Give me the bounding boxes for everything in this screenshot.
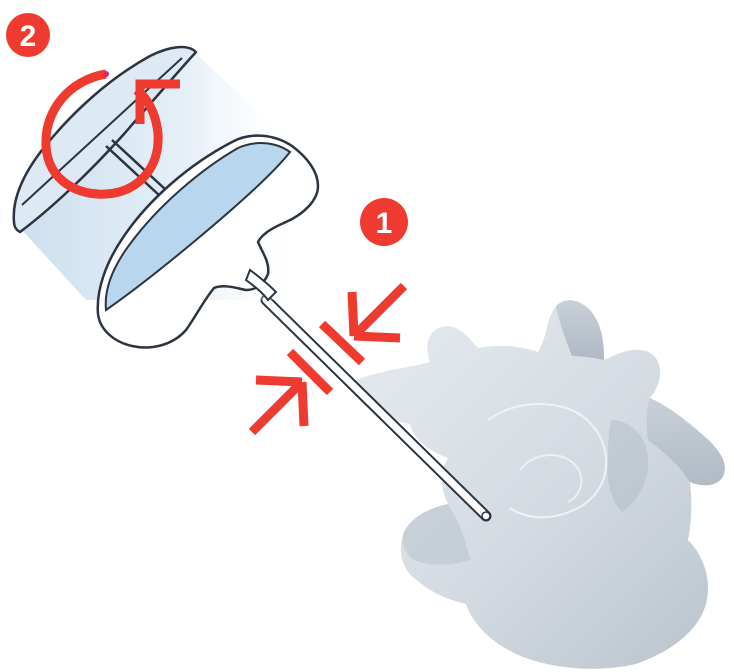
handle-stem-left [105,145,161,197]
handle-grip [96,134,320,349]
vertebra-illustration [356,300,725,669]
compress-arrow-upper [347,282,408,343]
vertebra-shadow-region [402,504,470,565]
step-badge-label: 1 [376,207,393,240]
handle-stem-right [111,139,167,191]
vertebra-body [356,300,725,669]
vertebra-spinous-process [556,300,604,360]
step-badge-2: 2 [6,13,50,57]
vertebra-contour [519,454,583,503]
vertebra-contour [487,403,608,519]
needle-shaft [260,294,492,522]
circular-rotate-arrow-icon [41,69,180,199]
inward-arrows-icon [248,282,408,436]
step-badge-1: 1 [360,198,408,246]
step-badge-label: 2 [20,20,37,53]
needle-tip [481,511,491,521]
handle-neck [244,268,278,302]
handle-grip-panel [104,142,292,312]
rotate-arrowhead [135,79,180,124]
needle-handle [12,45,320,349]
vertebra-shadow-region [607,420,649,512]
compress-arrow-lower [248,375,309,436]
vertebra-transverse-process [646,398,725,486]
